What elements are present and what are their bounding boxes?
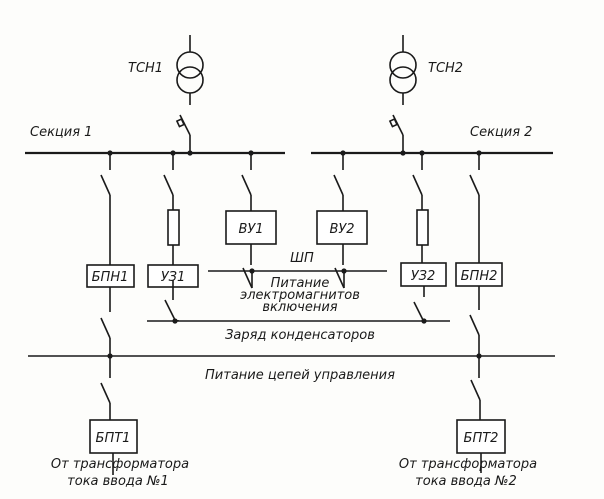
source-left-line-1: От трансформатора — [51, 457, 189, 472]
bus-control-label: Питание цепей управления — [205, 368, 395, 383]
block-uz2: УЗ2 — [411, 269, 436, 284]
transformer-tsn2 — [388, 35, 417, 153]
bus-charge-label: Заряд конденсаторов — [225, 328, 375, 343]
source-right-line-1: От трансформатора — [399, 457, 537, 472]
section-1-label: Секция 1 — [30, 125, 92, 140]
fuse-icon — [416, 209, 429, 246]
branch-bpn2 — [455, 153, 506, 473]
branch-bpn1 — [86, 153, 138, 475]
branch-vu1 — [225, 153, 277, 289]
block-vu1: ВУ1 — [238, 222, 263, 237]
block-uz1: УЗ1 — [161, 270, 186, 285]
branch-vu2 — [316, 153, 368, 289]
block-bpn2: БПН2 — [461, 269, 498, 284]
source-right-line-2: тока ввода №2 — [415, 474, 517, 489]
shp-desc-line-1: Питание — [271, 276, 330, 291]
junction-dots — [107, 150, 482, 359]
block-vu2: ВУ2 — [329, 222, 354, 237]
block-bpt2: БПТ2 — [464, 431, 499, 446]
transformer-label-tsn2: ТСН2 — [428, 61, 463, 76]
bus-shp-label: ШП — [290, 251, 314, 266]
fuse-icon — [167, 209, 180, 246]
source-left-line-2: тока ввода №1 — [67, 474, 169, 489]
shp-desc-line-2: электромагнитов — [240, 288, 360, 303]
section-2-label: Секция 2 — [470, 125, 532, 140]
transformer-tsn1 — [175, 35, 204, 153]
shp-desc-line-3: включения — [262, 300, 337, 315]
branch-uz2 — [400, 153, 447, 323]
transformer-label-tsn1: ТСН1 — [128, 61, 163, 76]
branch-uz1 — [147, 153, 199, 321]
block-bpt1: БПТ1 — [96, 431, 131, 446]
block-bpn1: БПН1 — [92, 270, 129, 285]
